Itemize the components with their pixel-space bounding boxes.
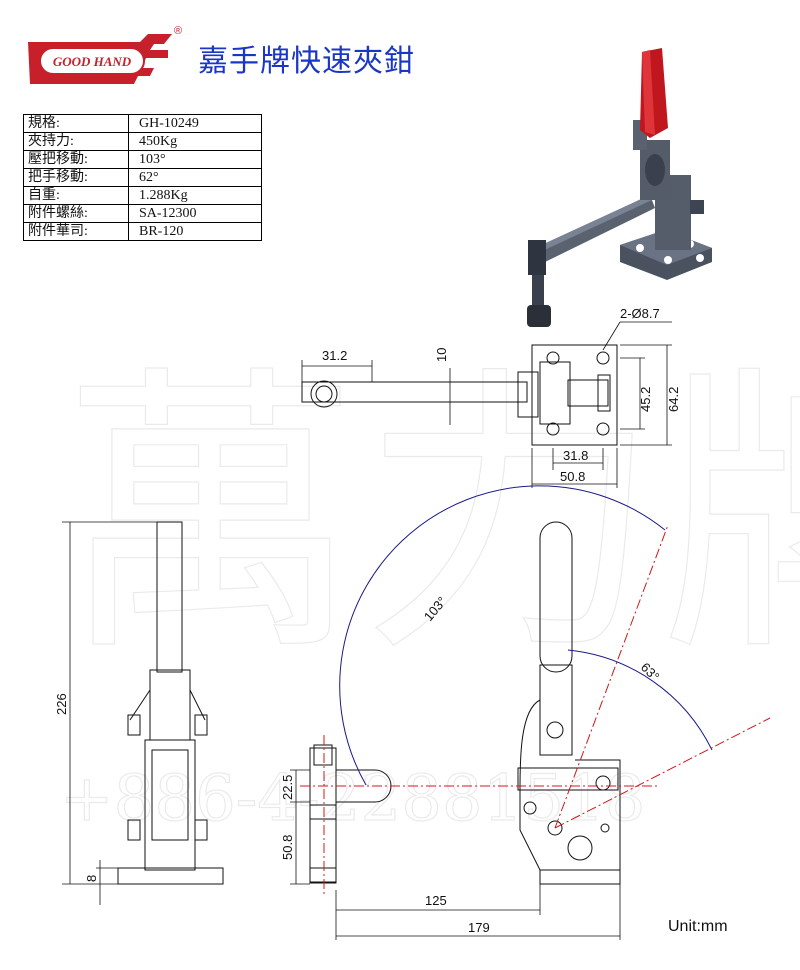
dim-base-thickness: 8 <box>84 875 99 882</box>
side-view <box>309 521 621 885</box>
dim-pivot-height: 50.8 <box>280 835 295 860</box>
front-view-dimensions <box>62 521 157 905</box>
spec-value: GH-10249 <box>128 114 262 133</box>
spec-label: 附件華司: <box>23 222 129 241</box>
top-view <box>301 344 618 446</box>
dim-spindle-height: 22.5 <box>280 775 295 800</box>
spec-value: 1.288Kg <box>128 186 262 205</box>
watermark: 萬力牌 +886-4-22881518 <box>59 341 800 836</box>
dim-arm-offset: 31.2 <box>322 348 347 363</box>
spec-row: 規格:GH-10249 <box>23 114 262 133</box>
dim-holes: 2-Ø8.7 <box>620 306 660 321</box>
dim-base-height: 64.2 <box>666 387 681 412</box>
spec-label: 規格: <box>23 114 129 133</box>
dim-reach: 125 <box>425 893 447 908</box>
spec-row: 附件螺絲:SA-12300 <box>23 204 262 223</box>
spec-value: BR-120 <box>128 222 262 241</box>
watermark-characters: 萬力牌 <box>60 342 800 691</box>
top-view-dimensions <box>301 321 672 488</box>
page-title: 嘉手牌快速夾鉗 <box>198 44 415 79</box>
dim-overall-length: 179 <box>468 920 490 935</box>
spec-label: 把手移動: <box>23 168 129 187</box>
spec-label: 附件螺絲: <box>23 204 129 223</box>
clamp-3d-render <box>527 48 712 327</box>
dim-arm-thickness: 10 <box>434 348 449 362</box>
unit-label: Unit:mm <box>668 918 728 935</box>
good-hand-logo: GOOD HAND ® <box>22 22 192 106</box>
side-view-dimensions <box>290 769 621 940</box>
dim-hole-spacing-x: 31.8 <box>563 448 588 463</box>
spec-row: 自重:1.288Kg <box>23 186 262 205</box>
spec-value: 103° <box>128 150 262 169</box>
svg-text:GOOD HAND: GOOD HAND <box>53 54 132 69</box>
dim-hole-spacing-y: 45.2 <box>638 387 653 412</box>
watermark-phone: +886-4-22881518 <box>60 762 646 836</box>
dim-total-height: 226 <box>54 693 69 715</box>
side-view-angles <box>300 485 771 895</box>
spec-label: 夾持力: <box>23 132 129 151</box>
spec-row: 壓把移動:103° <box>23 150 262 169</box>
front-view <box>117 521 224 885</box>
spec-row: 附件華司:BR-120 <box>23 222 262 241</box>
dim-base-width: 50.8 <box>560 469 585 484</box>
spec-row: 把手移動:62° <box>23 168 262 187</box>
svg-text:®: ® <box>174 25 182 37</box>
